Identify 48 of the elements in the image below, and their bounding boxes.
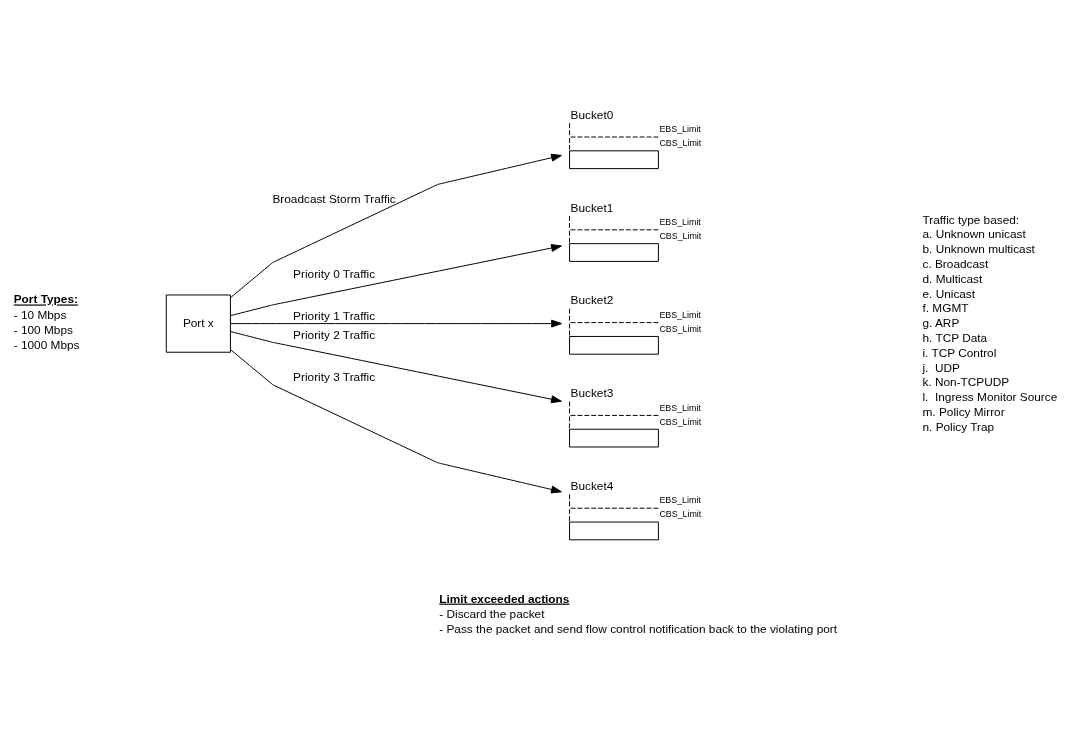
label: Port Types:	[13, 292, 78, 307]
node-label: Bucket1	[570, 200, 614, 215]
label: - 10 Mbps	[13, 308, 67, 323]
label: c. Broadcast	[922, 256, 989, 271]
node-label: EBS_Limit	[659, 495, 701, 506]
node-label: CBS_Limit	[659, 323, 702, 334]
label: Limit exceeded actions	[439, 591, 570, 606]
node-box: Port x	[165, 294, 231, 353]
node-label: Bucket3	[570, 386, 614, 401]
edge-label: Priority 2 Traffic	[293, 328, 376, 343]
label: h. TCP Data	[922, 330, 988, 345]
node-label: CBS_Limit	[659, 416, 702, 427]
node-label: Bucket4	[570, 479, 614, 494]
node-label: EBS_Limit	[659, 217, 701, 228]
label: Traffic type based:	[922, 212, 1020, 227]
label: j. UDP	[922, 360, 960, 375]
label: - Discard the packet	[439, 607, 545, 622]
node-label: CBS_Limit	[659, 138, 702, 149]
edge-label: Broadcast Storm Traffic	[272, 191, 396, 206]
node-label: EBS_Limit	[659, 402, 701, 413]
node-label: Bucket2	[570, 293, 614, 308]
label: b. Unknown multicast	[922, 242, 1035, 257]
arrow	[230, 153, 562, 299]
node-label: CBS_Limit	[659, 230, 702, 241]
label: l. Ingress Monitor Source	[922, 390, 1058, 405]
label: e. Unicast	[922, 286, 976, 301]
node-label: Bucket0	[570, 107, 614, 122]
label: f. MGMT	[922, 301, 969, 316]
label: g. ARP	[922, 316, 960, 331]
edge-label: Priority 3 Traffic	[293, 370, 376, 385]
node-label: CBS_Limit	[659, 509, 702, 520]
label: - 1000 Mbps	[13, 337, 80, 352]
arrow	[230, 331, 562, 404]
label: d. Multicast	[922, 271, 983, 286]
label: - Pass the packet and send flow control notification back to the violating port	[439, 622, 838, 637]
edge-label: Priority 1 Traffic	[293, 309, 376, 324]
label: - 100 Mbps	[13, 323, 73, 338]
node-label: EBS_Limit	[659, 124, 701, 135]
arrow	[230, 244, 562, 317]
node-label: EBS_Limit	[659, 309, 701, 320]
label: i. TCP Control	[922, 345, 997, 360]
arrow	[230, 319, 562, 328]
arrow	[230, 349, 562, 494]
label: m. Policy Mirror	[922, 405, 1005, 420]
label: a. Unknown unicast	[922, 227, 1026, 242]
edge-label: Priority 0 Traffic	[293, 266, 376, 281]
label: k. Non-TCPUDP	[922, 375, 1010, 390]
label: n. Policy Trap	[922, 419, 995, 434]
